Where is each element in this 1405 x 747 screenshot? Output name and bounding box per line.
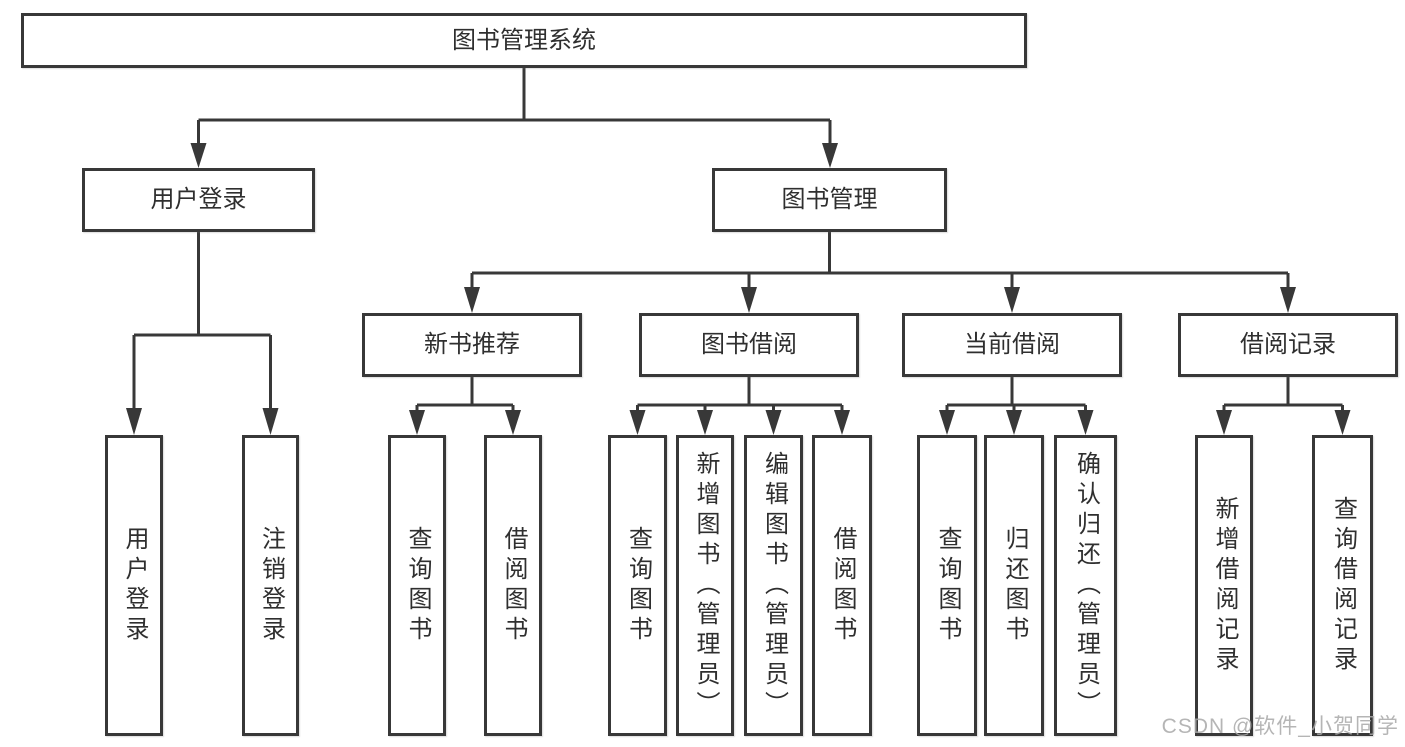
leaf-query-borrow-record: 查询借阅记录 <box>1312 435 1373 736</box>
leaf-user-login-label: 用户登录 <box>121 525 148 646</box>
leaf-logout-label: 注销登录 <box>257 525 285 646</box>
node-borrow-records-label: 借阅记录 <box>1240 331 1336 358</box>
leaf-add-borrow-record-label: 新增借阅记录 <box>1211 495 1238 676</box>
leaf-query-books-current: 查询图书 <box>917 435 977 736</box>
node-book-management-label: 图书管理 <box>781 186 878 213</box>
leaf-add-books-admin-label: 新增图书（管理员） <box>692 450 719 721</box>
node-root-label: 图书管理系统 <box>452 26 596 54</box>
leaf-edit-books-admin-label: 编辑图书（管理员） <box>760 450 788 721</box>
node-new-book-recommend-label: 新书推荐 <box>424 331 520 358</box>
leaf-return-books-label: 归还图书 <box>1001 525 1028 646</box>
leaf-borrow-books: 借阅图书 <box>812 435 872 736</box>
node-book-borrow-label: 图书借阅 <box>701 331 797 358</box>
node-book-management: 图书管理 <box>712 168 947 232</box>
node-book-borrow: 图书借阅 <box>639 313 859 377</box>
leaf-return-books: 归还图书 <box>984 435 1044 736</box>
node-root: 图书管理系统 <box>21 13 1027 68</box>
arrowheads <box>126 143 1351 435</box>
node-borrow-records: 借阅记录 <box>1178 313 1398 377</box>
leaf-user-login: 用户登录 <box>105 435 163 736</box>
leaf-query-books-current-label: 查询图书 <box>934 525 961 646</box>
node-user-login-label: 用户登录 <box>150 186 247 213</box>
leaf-query-books-borrow-label: 查询图书 <box>624 525 652 646</box>
leaf-confirm-return-admin-label: 确认归还（管理员） <box>1072 450 1100 721</box>
leaf-confirm-return-admin: 确认归还（管理员） <box>1054 435 1117 736</box>
leaf-query-books-recommend-label: 查询图书 <box>404 525 431 646</box>
leaf-borrow-books-label: 借阅图书 <box>829 525 856 646</box>
leaf-add-borrow-record: 新增借阅记录 <box>1195 435 1253 736</box>
node-user-login: 用户登录 <box>82 168 315 232</box>
leaf-query-books-borrow: 查询图书 <box>608 435 667 736</box>
node-current-borrow-label: 当前借阅 <box>964 331 1060 358</box>
leaf-edit-books-admin: 编辑图书（管理员） <box>744 435 803 736</box>
leaf-query-borrow-record-label: 查询借阅记录 <box>1329 495 1357 676</box>
leaf-borrow-books-recommend-label: 借阅图书 <box>500 525 527 646</box>
node-current-borrow: 当前借阅 <box>902 313 1122 377</box>
leaf-borrow-books-recommend: 借阅图书 <box>484 435 542 736</box>
node-new-book-recommend: 新书推荐 <box>362 313 582 377</box>
leaf-add-books-admin: 新增图书（管理员） <box>676 435 734 736</box>
leaf-query-books-recommend: 查询图书 <box>388 435 446 736</box>
leaf-logout: 注销登录 <box>242 435 299 736</box>
